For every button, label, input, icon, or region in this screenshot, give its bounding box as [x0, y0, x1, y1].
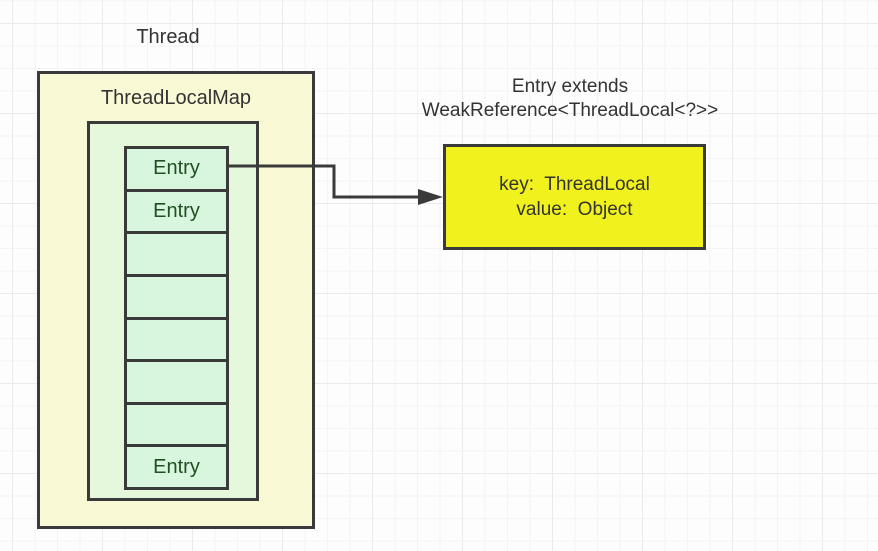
entry-note-caption-line1: Entry extends: [511, 76, 629, 97]
entry-cell: Entry: [127, 191, 226, 235]
entry-detail-box: key: ThreadLocal value: Object: [443, 144, 706, 250]
entry-cell: [127, 319, 226, 363]
thread-label: Thread: [136, 26, 200, 48]
entry-cell: Entry: [127, 149, 226, 192]
entry-cell: Entry: [127, 447, 226, 487]
entry-value-line: value: Object: [516, 199, 633, 220]
entry-array: Entry Entry Entry: [124, 146, 229, 490]
entry-cell: [127, 276, 226, 320]
entry-note-caption: Entry extends WeakReference<ThreadLocal<…: [385, 75, 755, 123]
entry-table-container: Entry Entry Entry: [87, 121, 259, 501]
arrow-head: [418, 189, 443, 205]
entry-cell: [127, 234, 226, 277]
entry-key-line: key: ThreadLocal: [499, 174, 650, 195]
entry-note-caption-line2: WeakReference<ThreadLocal<?>>: [421, 100, 719, 121]
threadlocalmap-box: ThreadLocalMap Entry Entry Entry: [37, 71, 315, 529]
entry-cell: [127, 362, 226, 405]
threadlocalmap-title: ThreadLocalMap: [100, 87, 252, 109]
entry-cell: [127, 404, 226, 448]
